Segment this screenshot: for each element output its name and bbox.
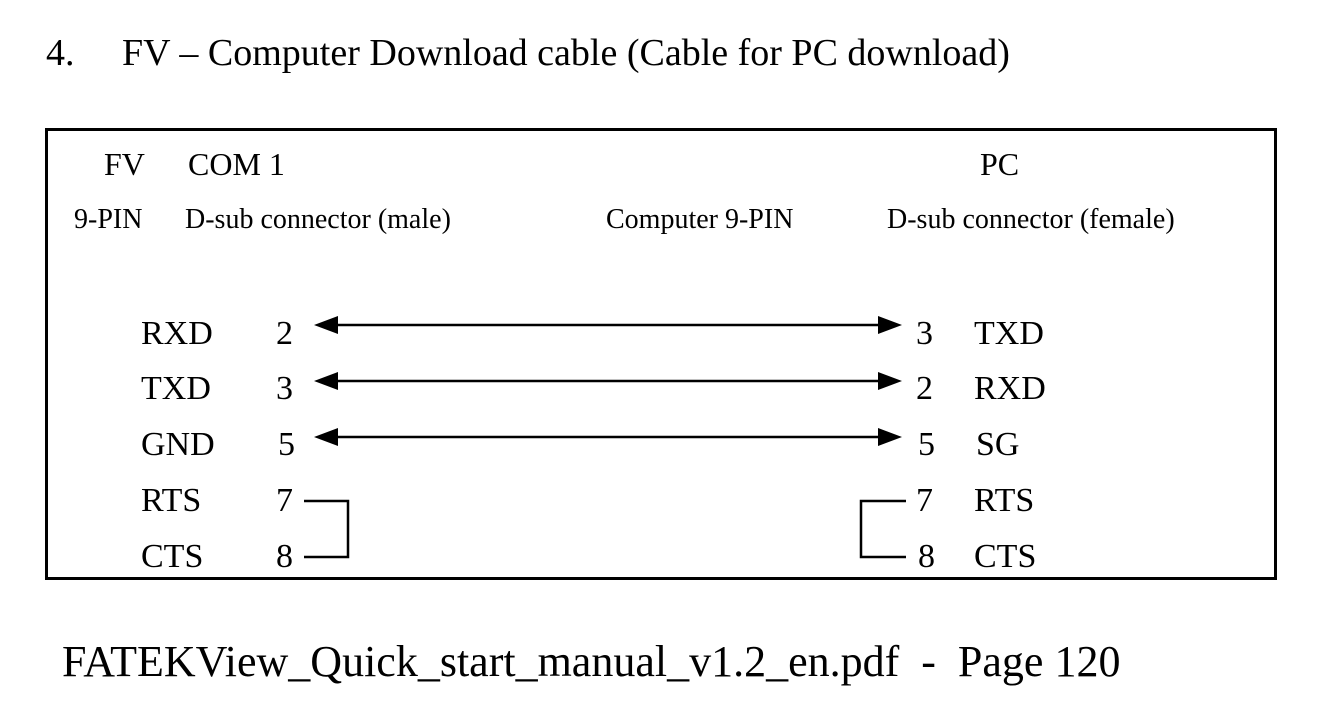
section-number: 4. — [46, 32, 75, 74]
pc-label: PC — [980, 146, 1020, 182]
right-pin-3: 3 — [916, 315, 933, 352]
arrowhead-right-icon — [878, 428, 902, 446]
right-signal-txd: TXD — [974, 315, 1044, 352]
page-footer: FATEKView_Quick_start_manual_v1.2_en.pdf… — [62, 637, 1121, 686]
fv-label: FV — [104, 146, 145, 182]
arrowhead-left-icon — [314, 428, 338, 446]
left-pin-2: 2 — [276, 315, 293, 352]
arrowhead-left-icon — [314, 372, 338, 390]
right-signal-rxd: RXD — [974, 370, 1046, 407]
right-pin-8: 8 — [918, 538, 935, 575]
left-signal-cts: CTS — [141, 538, 204, 575]
right-connector-type: D-sub connector (female) — [887, 204, 1175, 235]
left-rts-cts-loopback — [304, 499, 350, 559]
right-pin-2: 2 — [916, 370, 933, 407]
left-signal-rts: RTS — [141, 482, 202, 519]
left-connector-type: D-sub connector (male) — [185, 204, 451, 235]
right-pin-5: 5 — [918, 426, 935, 463]
right-rts-cts-loopback — [859, 499, 906, 559]
left-pin-3: 3 — [276, 370, 293, 407]
right-signal-sg: SG — [976, 426, 1020, 463]
right-signal-rts: RTS — [974, 482, 1035, 519]
arrowhead-right-icon — [878, 316, 902, 334]
left-pin-count: 9-PIN — [74, 204, 143, 235]
left-pin-8: 8 — [276, 538, 293, 575]
wiring-diagram-frame — [45, 128, 1277, 580]
left-signal-gnd: GND — [141, 426, 215, 463]
left-signal-txd: TXD — [141, 370, 211, 407]
left-pin-5: 5 — [278, 426, 295, 463]
com-port-label: COM 1 — [188, 146, 285, 182]
left-pin-7: 7 — [276, 482, 293, 519]
right-pin-7: 7 — [916, 482, 933, 519]
right-pin-count: Computer 9-PIN — [606, 204, 794, 235]
right-signal-cts: CTS — [974, 538, 1037, 575]
arrowhead-left-icon — [314, 316, 338, 334]
section-title: FV – Computer Download cable (Cable for … — [122, 32, 1010, 74]
arrowhead-right-icon — [878, 372, 902, 390]
left-signal-rxd: RXD — [141, 315, 213, 352]
